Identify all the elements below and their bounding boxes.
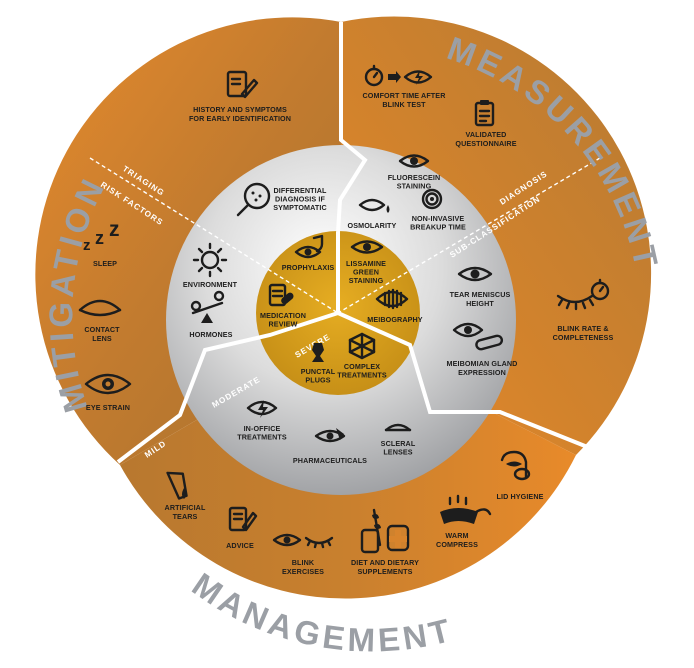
eye-icon bbox=[403, 70, 433, 85]
eye-shield-icon bbox=[294, 234, 324, 259]
eye-icon bbox=[84, 373, 132, 395]
blink-icon bbox=[556, 278, 610, 311]
svg-text:z: z bbox=[109, 218, 120, 241]
stopwatch-icon bbox=[364, 64, 401, 87]
pill-eye-icon bbox=[314, 428, 346, 443]
sleep-item: z z z SLEEP bbox=[83, 218, 120, 268]
contact-lens-icon bbox=[78, 299, 122, 317]
closed-eye-icon bbox=[272, 533, 334, 549]
eye-icon bbox=[350, 240, 384, 254]
face-cleanse-icon bbox=[500, 450, 531, 481]
svg-text:ENVIRONMENT: ENVIRONMENT bbox=[183, 280, 238, 289]
svg-text:ADVICE: ADVICE bbox=[226, 541, 254, 550]
svg-text:OSMOLARITY: OSMOLARITY bbox=[348, 221, 397, 230]
blink-rate-item: BLINK RATE &COMPLETENESS bbox=[553, 278, 614, 342]
dashed-dividers bbox=[89, 157, 601, 314]
segment-dividers bbox=[116, 22, 591, 464]
osmolarity-item: OSMOLARITY bbox=[348, 198, 397, 230]
notepad-icon bbox=[228, 506, 258, 532]
meibography-item: MEIBOGRAPHY bbox=[367, 288, 423, 324]
eye-strain-item: EYE STRAIN bbox=[84, 373, 132, 412]
svg-text:LID HYGIENE: LID HYGIENE bbox=[496, 492, 543, 501]
lens-icon bbox=[384, 423, 412, 432]
eye-icon bbox=[398, 154, 430, 168]
gland-icon bbox=[375, 288, 409, 310]
zzz-icon: z z z bbox=[83, 218, 120, 254]
balance-icon bbox=[190, 290, 225, 323]
finger-press-icon bbox=[452, 322, 504, 351]
spiral-icon bbox=[421, 188, 443, 210]
svg-text:PROPHYLAXIS: PROPHYLAXIS bbox=[282, 263, 335, 272]
prophylaxis-item: PROPHYLAXIS bbox=[282, 234, 335, 272]
svg-text:EYE STRAIN: EYE STRAIN bbox=[86, 403, 130, 412]
svg-text:z: z bbox=[95, 228, 104, 248]
lid-hygiene-item: LID HYGIENE bbox=[496, 450, 544, 501]
pill-document-icon bbox=[268, 283, 294, 307]
svg-text:PHARMACEUTICALS: PHARMACEUTICALS bbox=[293, 456, 367, 465]
lightning-icon bbox=[246, 400, 278, 418]
network-icon bbox=[348, 332, 376, 360]
sun-icon bbox=[192, 242, 228, 278]
magnifier-icon bbox=[236, 182, 271, 217]
document-icon bbox=[226, 70, 259, 99]
clipboard-icon bbox=[474, 100, 495, 127]
environment-item: ENVIRONMENT bbox=[183, 242, 238, 289]
svg-text:HORMONES: HORMONES bbox=[189, 330, 232, 339]
wheat-bottle-icon bbox=[360, 508, 410, 554]
svg-text:SLEEP: SLEEP bbox=[93, 259, 117, 268]
eye-mask-icon bbox=[440, 494, 492, 524]
hormones-item: HORMONES bbox=[189, 290, 233, 339]
svg-text:MEIBOGRAPHY: MEIBOGRAPHY bbox=[367, 315, 423, 324]
svg-text:BLINK RATE &COMPLETENESS: BLINK RATE &COMPLETENESS bbox=[553, 324, 614, 342]
pharmaceuticals-item: PHARMACEUTICALS bbox=[293, 428, 367, 465]
svg-text:z: z bbox=[83, 237, 91, 254]
plug-icon bbox=[312, 343, 324, 362]
tear-drop-icon bbox=[358, 198, 390, 213]
advice-item: ADVICE bbox=[226, 506, 258, 550]
droplet-bottle-icon bbox=[166, 471, 188, 500]
eye-icon bbox=[457, 266, 493, 282]
